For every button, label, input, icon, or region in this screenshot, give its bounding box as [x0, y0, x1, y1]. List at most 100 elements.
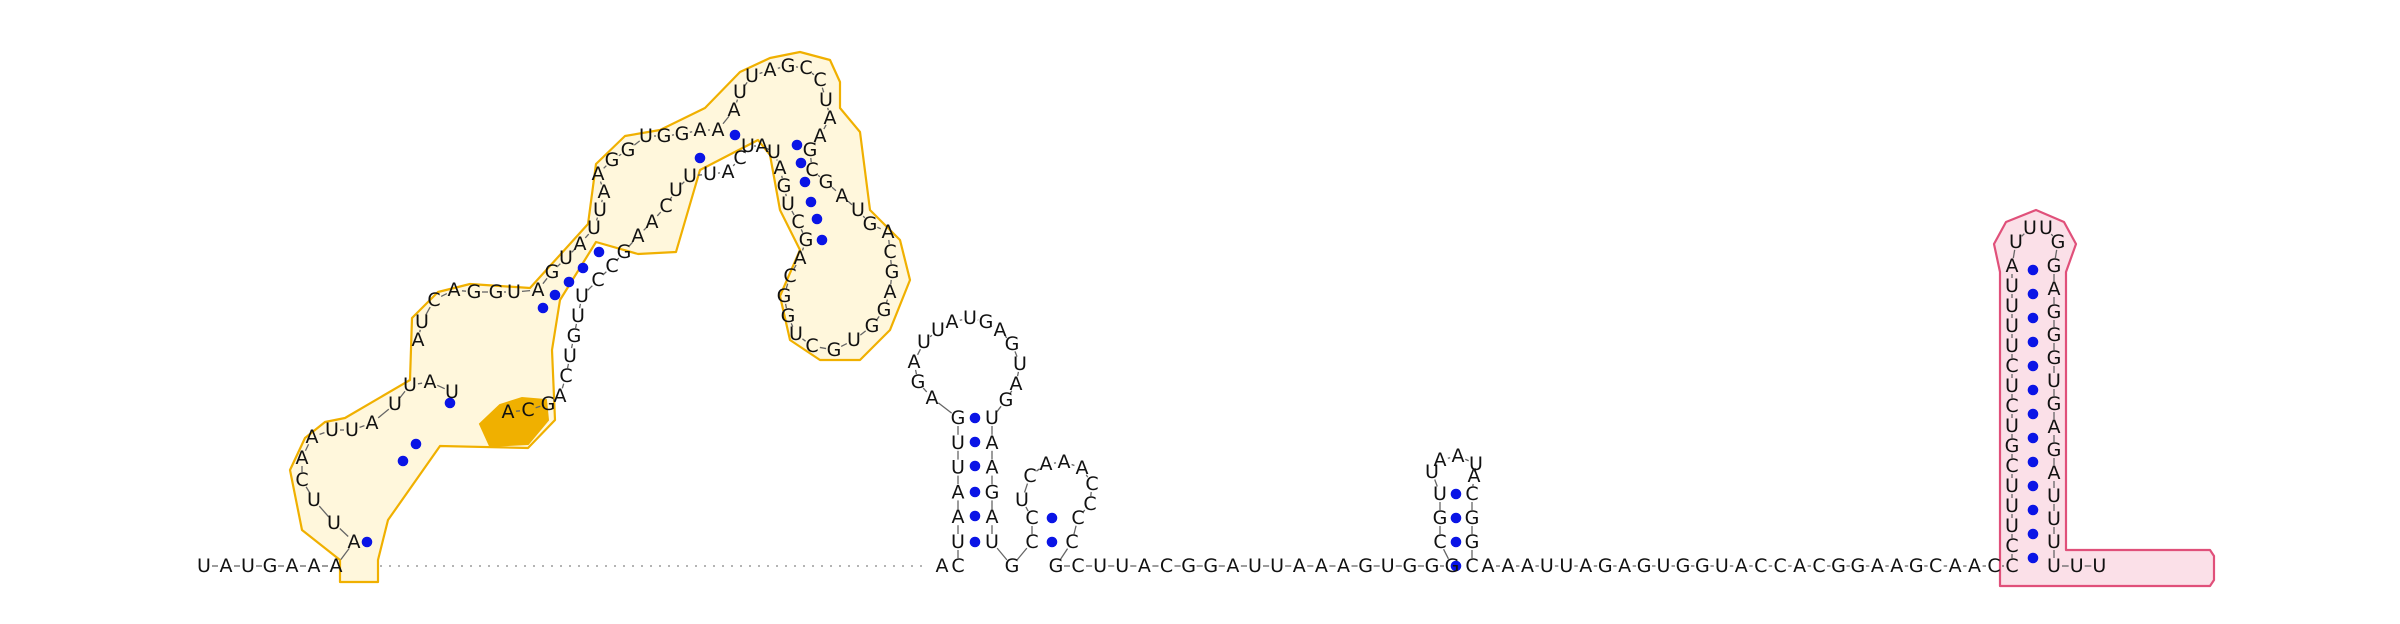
nucleotide: A: [946, 311, 959, 333]
backbone-link: [689, 131, 693, 133]
nucleotide: U: [2047, 485, 2061, 507]
nucleotide: C: [1433, 531, 1446, 553]
backbone-link: [542, 277, 548, 285]
backbone-link: [831, 186, 837, 192]
nucleotide: U: [781, 193, 795, 215]
nucleotide: C: [1987, 555, 2000, 577]
nucleotide: A: [366, 412, 379, 434]
nucleotide: C: [659, 195, 672, 217]
backbone-link: [603, 271, 607, 275]
backbone-link: [996, 405, 1002, 413]
base-pair-dot: [969, 486, 981, 498]
nucleotide: U: [2047, 508, 2061, 530]
backbone-link: [784, 303, 788, 309]
nucleotide: U: [345, 419, 359, 441]
nucleotide: C: [1071, 507, 1084, 529]
nucleotide: U: [963, 307, 977, 329]
nucleotide: U: [1715, 555, 1729, 577]
nucleotide: C: [605, 255, 618, 277]
nucleotide: A: [424, 371, 437, 393]
base-pair-dot: [361, 536, 373, 548]
nucleotide: U: [1540, 555, 1554, 577]
backbone-link: [1447, 457, 1451, 459]
backbone-link: [785, 193, 787, 197]
nucleotide: A: [574, 233, 587, 255]
nucleotide: G: [1831, 555, 1846, 577]
backbone-link: [1004, 335, 1008, 339]
backbone-link: [1009, 390, 1013, 394]
nucleotide: C: [1774, 555, 1787, 577]
nucleotide: U: [559, 247, 573, 269]
nucleotide: G: [1465, 531, 1480, 553]
backbone-link: [417, 382, 423, 385]
nucleotide: A: [1579, 555, 1592, 577]
nucleotide: U: [575, 285, 589, 307]
nucleotide: G: [489, 281, 504, 303]
nucleotide: A: [836, 185, 849, 207]
nucleotide: G: [803, 139, 818, 161]
backbone-link: [561, 383, 565, 389]
nucleotide: U: [2009, 231, 2023, 253]
backbone-link: [1014, 351, 1018, 357]
nucleotide: C: [1929, 555, 1942, 577]
nucleotide: U: [563, 345, 577, 367]
nucleotide: U: [507, 281, 521, 303]
backbone-link: [862, 215, 866, 219]
nucleotide: G: [1403, 555, 1418, 577]
backbone-link: [2050, 233, 2054, 237]
backbone-link: [959, 319, 963, 321]
backbone-link: [937, 402, 953, 414]
base-pair-dot: [2027, 264, 2039, 276]
nucleotide: A: [1138, 555, 1151, 577]
backbone-link: [811, 72, 815, 76]
backbone-link: [1059, 548, 1069, 560]
nucleotide: U: [1559, 555, 1573, 577]
backbone-link: [876, 316, 880, 320]
nucleotide: A: [794, 247, 807, 269]
backbone-link: [1434, 479, 1438, 487]
backbone-link: [571, 249, 575, 253]
base-pair-layer: [361, 129, 2039, 572]
nucleotide: G: [1598, 555, 1613, 577]
nucleotide: A: [412, 329, 425, 351]
backbone-link: [521, 290, 531, 292]
nucleotide: A: [598, 181, 611, 203]
base-pair-dot: [805, 196, 817, 208]
backbone-link: [425, 306, 431, 316]
backbone-link: [785, 283, 789, 289]
backbone-link: [2054, 249, 2058, 259]
nucleotide: A: [2048, 462, 2061, 484]
nucleotide: U: [1425, 461, 1439, 483]
backbone-link: [535, 405, 541, 409]
nucleotide: U: [241, 555, 255, 577]
nucleotide: C: [2005, 455, 2018, 477]
nucleotide: U: [1248, 555, 1262, 577]
nucleotide: G: [675, 123, 690, 145]
nucleotide: G: [827, 339, 842, 361]
nucleotide: C: [783, 265, 796, 287]
nucleotide: G: [1445, 555, 1460, 577]
nucleotide: U: [1015, 489, 1029, 511]
nucleotide: U: [985, 407, 999, 429]
nucleotide: G: [621, 139, 636, 161]
nucleotide: A: [952, 506, 965, 528]
nucleotide: U: [2005, 335, 2019, 357]
nucleotide: A: [814, 125, 827, 147]
backbone-link: [735, 99, 739, 103]
nucleotide: U: [415, 311, 429, 333]
base-pair-dot: [1046, 512, 1058, 524]
base-pair-dot: [577, 262, 589, 274]
nucleotide: A: [1502, 555, 1515, 577]
nucleotide: G: [865, 315, 880, 337]
nucleotide: A: [1293, 555, 1306, 577]
nucleotide: U: [2070, 555, 2084, 577]
backbone-link: [1016, 547, 1028, 561]
nucleotide: U: [403, 374, 417, 396]
backbone-link: [305, 486, 311, 494]
nucleotide: U: [1115, 555, 1129, 577]
nucleotide: C: [2005, 355, 2018, 377]
nucleotide: G: [605, 149, 620, 171]
base-pair-dot: [2027, 288, 2039, 300]
nucleotide: C: [1465, 555, 1478, 577]
